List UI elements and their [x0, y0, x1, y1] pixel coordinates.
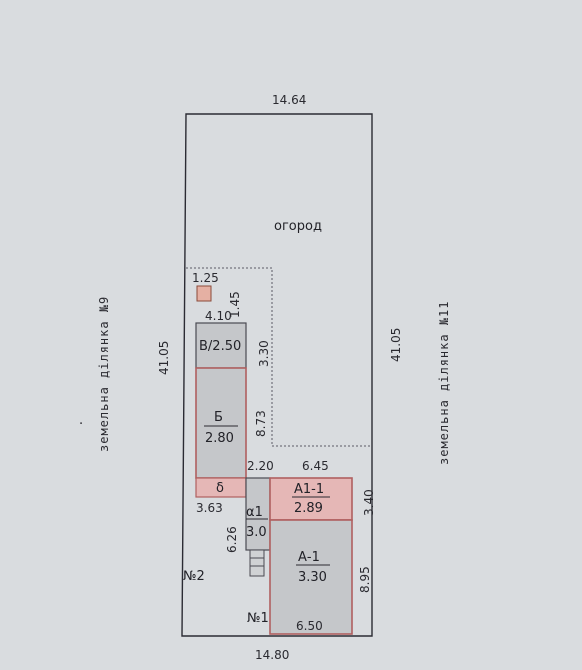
building-v-name: В/2.50	[199, 339, 241, 354]
building-alpha-name: α1	[246, 505, 263, 520]
building-a-height: 8.95	[358, 566, 372, 593]
building-a1-1-height: 3.40	[362, 489, 376, 516]
small-shed-width: 1.25	[192, 271, 219, 285]
plot-boundary	[181, 113, 373, 637]
marker-no2: №2	[183, 569, 205, 584]
building-a-value: 3.30	[298, 570, 327, 585]
building-alpha-height: 6.26	[225, 526, 239, 553]
building-a-top-width: 6.45	[302, 459, 329, 473]
building-a-name: А-1	[298, 550, 320, 565]
building-a1-1-name: А1-1	[294, 482, 324, 497]
building-a1-1	[269, 477, 353, 521]
building-v-width: 4.10	[205, 309, 232, 323]
top-width-label: 14.64	[272, 93, 306, 107]
small-shed	[196, 285, 212, 302]
yard-dotted-outline	[186, 267, 372, 447]
building-alpha-value: 3.0	[246, 525, 267, 540]
building-a-bottom-width: 6.50	[296, 619, 323, 633]
building-delta-name: δ	[216, 481, 224, 496]
entrance-steps	[249, 549, 265, 577]
small-shed-height: 1.45	[228, 291, 242, 318]
garden-label: огород	[274, 219, 322, 234]
right-neighbor-label: земельна ділянка №11	[437, 301, 451, 466]
marker-no1: №1	[247, 611, 269, 626]
building-a1-1-value: 2.89	[294, 501, 323, 516]
bottom-width-label: 14.80	[255, 648, 289, 662]
left-length-label: 41.05	[157, 341, 171, 375]
building-b-value: 2.80	[205, 431, 234, 446]
building-v	[195, 322, 247, 369]
building-b-name: Б	[214, 410, 223, 425]
extension-width: 2.20	[247, 459, 274, 473]
building-b-height: 8.73	[254, 410, 268, 437]
right-length-label: 41.05	[389, 328, 403, 362]
margin-dot: ·	[79, 417, 83, 432]
building-v-height: 3.30	[257, 340, 271, 367]
building-a-1	[269, 519, 353, 635]
left-neighbor-label: земельна ділянка №9	[97, 296, 111, 452]
building-delta-width: 3.63	[196, 501, 223, 515]
